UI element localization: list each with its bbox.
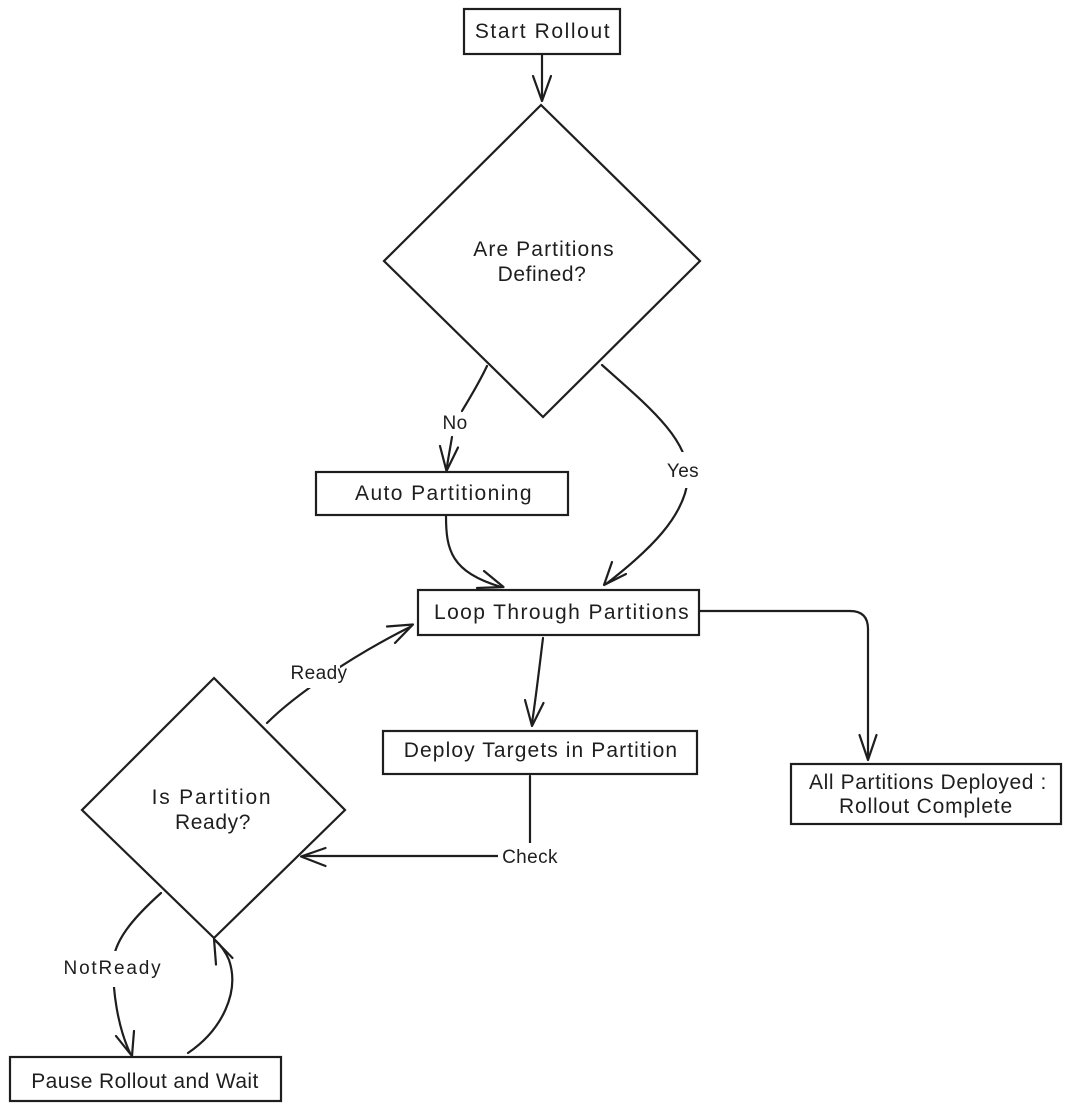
svg-text:Deploy Targets in Partition: Deploy Targets in Partition [404, 739, 678, 762]
svg-text:Check: Check [502, 847, 558, 868]
svg-text:Are Partitions: Are Partitions [473, 238, 614, 261]
svg-text:Defined?: Defined? [498, 263, 587, 286]
svg-text:NotReady: NotReady [64, 958, 163, 979]
svg-text:Ready: Ready [291, 663, 348, 684]
svg-text:Ready?: Ready? [175, 811, 251, 834]
svg-text:Yes: Yes [667, 461, 699, 482]
svg-text:Is Partition: Is Partition [152, 786, 273, 809]
svg-text:Pause Rollout and Wait: Pause Rollout and Wait [31, 1070, 258, 1093]
svg-text:All Partitions Deployed :: All Partitions Deployed : [809, 771, 1047, 794]
svg-text:No: No [442, 413, 467, 434]
svg-text:Loop Through Partitions: Loop Through Partitions [434, 601, 690, 624]
svg-text:Auto Partitioning: Auto Partitioning [355, 482, 533, 505]
svg-text:Rollout Complete: Rollout Complete [839, 795, 1013, 818]
svg-text:Start Rollout: Start Rollout [475, 20, 611, 43]
